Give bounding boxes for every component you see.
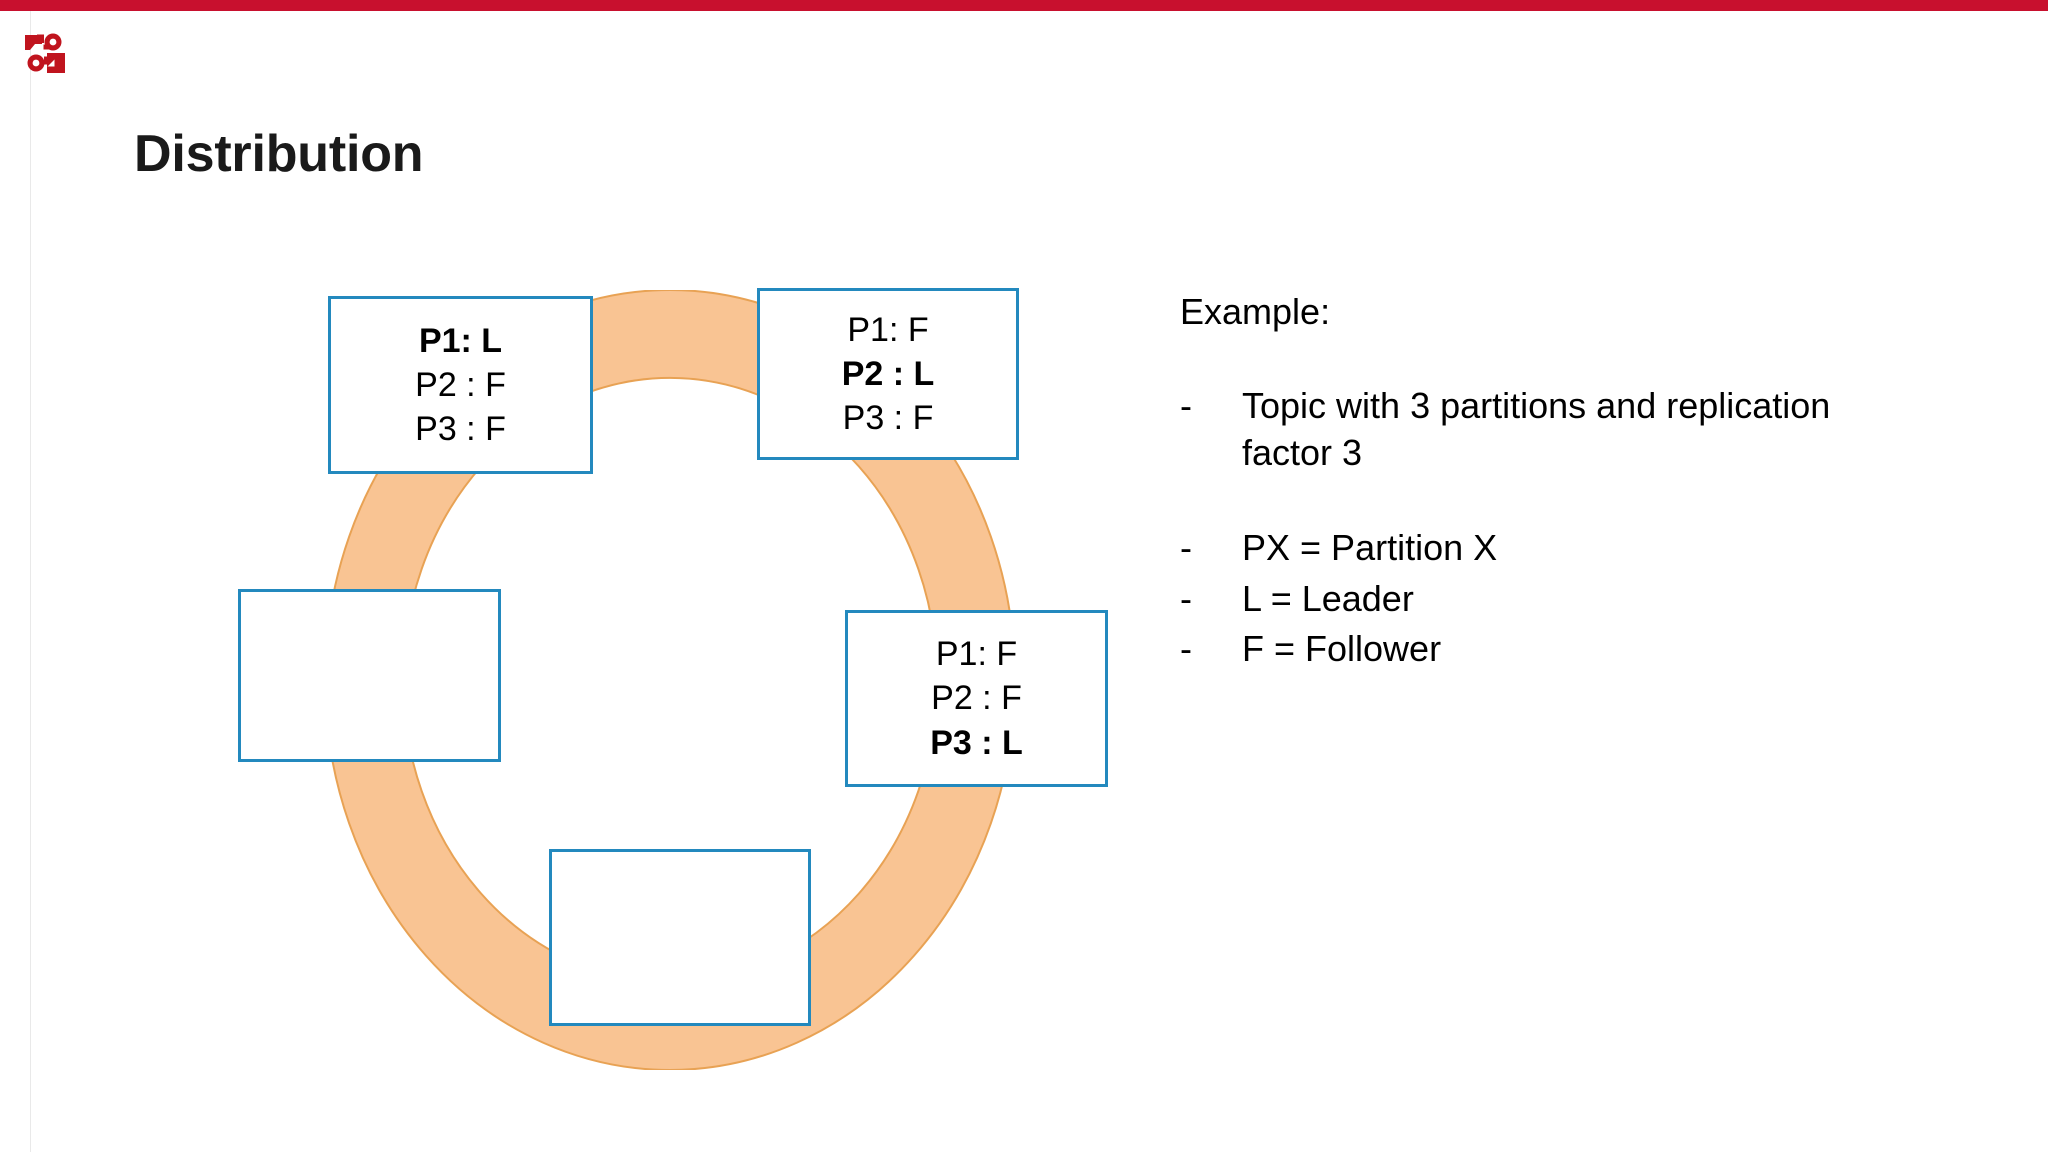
- top-accent-bar: [0, 0, 2048, 11]
- broker-node-top-left[interactable]: P1: L P2 : F P3 : F: [328, 296, 593, 474]
- broker-node-left-empty[interactable]: [238, 589, 501, 762]
- node-line: P2 : F: [415, 365, 506, 404]
- bullet-spacer: [1180, 481, 1880, 525]
- distribution-diagram: P1: L P2 : F P3 : F P1: F P2 : L P3 : F …: [238, 288, 1108, 1070]
- node-line: P2 : F: [931, 679, 1022, 718]
- bullet-label: Topic with 3 partitions and replication …: [1242, 385, 1831, 473]
- node-line: P1: F: [935, 635, 1018, 674]
- bullet-f-definition: - F = Follower: [1180, 626, 1880, 673]
- bullet-dash-icon: -: [1180, 385, 1192, 427]
- broker-node-right[interactable]: P1: F P2 : F P3 : L: [845, 610, 1108, 787]
- node-line: P2 : L: [841, 354, 935, 393]
- bullet-topic-partitions: - Topic with 3 partitions and replicatio…: [1180, 383, 1880, 477]
- company-logo-icon: [24, 33, 68, 75]
- node-line: P3 : F: [842, 399, 934, 438]
- node-line: P3 : F: [415, 410, 506, 449]
- bullet-l-definition: - L = Leader: [1180, 576, 1880, 623]
- bullet-dash-icon: -: [1180, 526, 1192, 568]
- left-margin-rule: [30, 11, 31, 1152]
- bullet-dash-icon: -: [1180, 577, 1192, 619]
- node-line: P1: L: [418, 321, 503, 360]
- bullet-label: L = Leader: [1242, 577, 1414, 619]
- bullet-px-definition: - PX = Partition X: [1180, 525, 1880, 572]
- example-heading: Example:: [1180, 291, 1331, 332]
- example-legend: Example: - Topic with 3 partitions and r…: [1180, 290, 1880, 677]
- broker-node-bottom-empty[interactable]: [549, 849, 811, 1026]
- bullet-label: PX = Partition X: [1242, 526, 1498, 568]
- node-line: P1: F: [847, 310, 929, 349]
- bullet-dash-icon: -: [1180, 628, 1192, 670]
- page-title: Distribution: [134, 125, 424, 183]
- node-line: P3 : L: [930, 723, 1023, 762]
- broker-node-top-right[interactable]: P1: F P2 : L P3 : F: [757, 288, 1019, 460]
- bullet-label: F = Follower: [1242, 628, 1442, 670]
